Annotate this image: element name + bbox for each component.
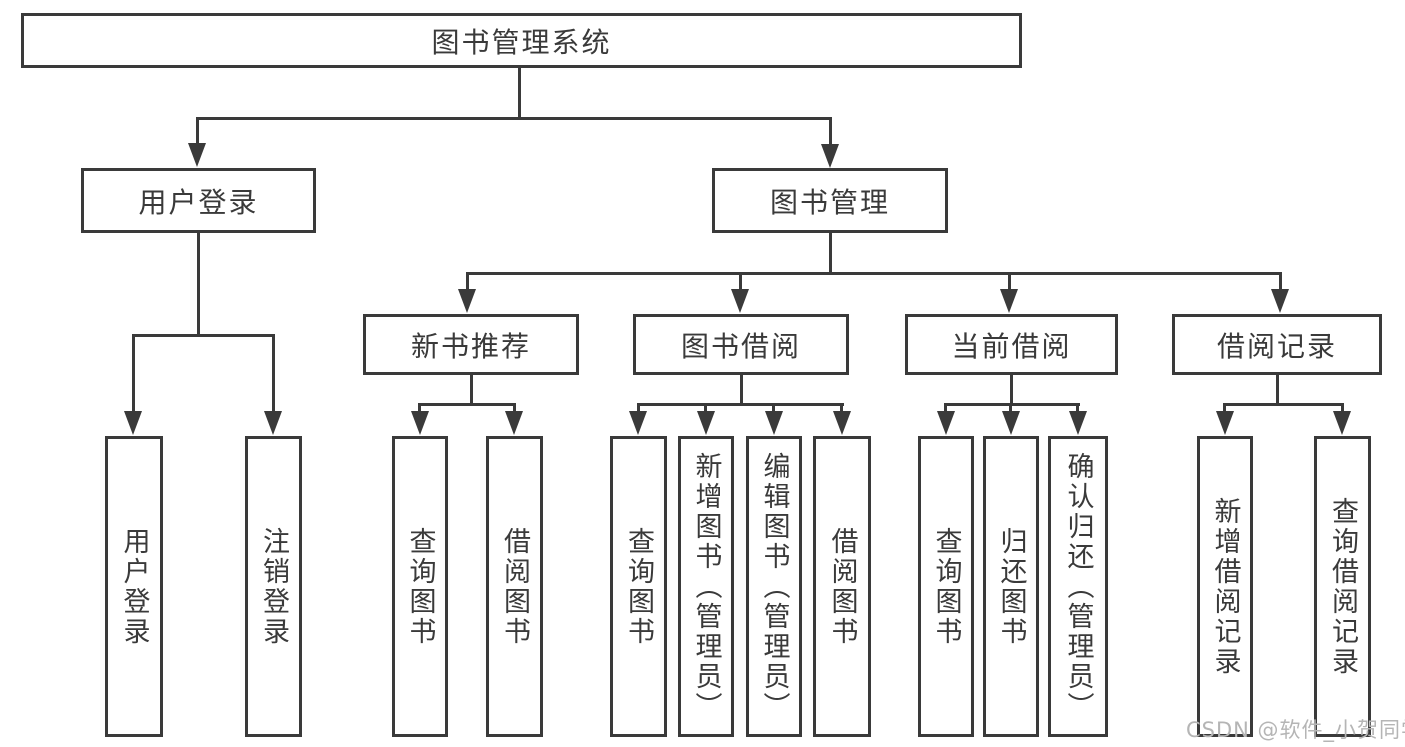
leaf-borrow-query: 查询图书 bbox=[610, 436, 667, 737]
arrowhead-down-icon bbox=[505, 411, 523, 435]
arrowhead-down-icon bbox=[1216, 411, 1234, 435]
node-current-borrow-label: 当前借阅 bbox=[951, 329, 1072, 363]
leaf-current-confirm-admin-label: 确认归还（管理员） bbox=[1062, 451, 1094, 722]
connector-current-stem bbox=[1010, 374, 1013, 404]
connector-newbook-stem bbox=[470, 374, 473, 404]
connector-arrow-stem bbox=[1076, 405, 1079, 415]
arrowhead-down-icon bbox=[833, 411, 851, 435]
connector-arrow-stem bbox=[829, 119, 832, 146]
arrowhead-down-icon bbox=[937, 411, 955, 435]
leaf-logout: 注销登录 bbox=[245, 436, 302, 737]
connector-arrow-stem bbox=[840, 405, 843, 415]
leaf-logout-label: 注销登录 bbox=[258, 526, 289, 647]
leaf-borrow-edit-admin: 编辑图书（管理员） bbox=[746, 436, 802, 737]
connector-arrow-stem bbox=[272, 336, 275, 414]
arrowhead-down-icon bbox=[264, 411, 282, 435]
leaf-newbook-query-label: 查询图书 bbox=[404, 526, 436, 647]
connector-borrow-bar bbox=[637, 403, 844, 406]
arrowhead-down-icon bbox=[411, 411, 429, 435]
connector-arrow-stem bbox=[772, 405, 775, 415]
leaf-newbook-borrow: 借阅图书 bbox=[486, 436, 543, 737]
arrowhead-down-icon bbox=[1271, 289, 1289, 313]
node-book-borrow: 图书借阅 bbox=[633, 314, 849, 375]
arrowhead-down-icon bbox=[765, 411, 783, 435]
arrowhead-down-icon bbox=[458, 289, 476, 313]
connector-records-bar bbox=[1223, 403, 1344, 406]
connector-arrow-stem bbox=[513, 405, 516, 415]
leaf-records-add: 新增借阅记录 bbox=[1197, 436, 1253, 737]
connector-root-stem bbox=[518, 68, 521, 118]
node-book-borrow-label: 图书借阅 bbox=[680, 329, 801, 363]
connector-login-bar bbox=[132, 334, 275, 337]
node-new-book-recommend: 新书推荐 bbox=[363, 314, 579, 375]
leaf-borrow-borrow: 借阅图书 bbox=[813, 436, 871, 737]
leaf-borrow-borrow-label: 借阅图书 bbox=[826, 526, 858, 647]
connector-arrow-stem bbox=[1341, 405, 1344, 415]
arrowhead-down-icon bbox=[1069, 411, 1087, 435]
node-user-login: 用户登录 bbox=[81, 168, 316, 233]
leaf-records-query: 查询借阅记录 bbox=[1314, 436, 1371, 737]
connector-arrow-stem bbox=[704, 405, 707, 415]
arrowhead-down-icon bbox=[1002, 411, 1020, 435]
leaf-current-query-label: 查询图书 bbox=[930, 526, 962, 647]
connector-newbook-bar bbox=[418, 403, 516, 406]
leaf-records-add-label: 新增借阅记录 bbox=[1209, 496, 1241, 677]
connector-arrow-stem bbox=[1223, 405, 1226, 415]
node-new-book-recommend-label: 新书推荐 bbox=[410, 329, 531, 363]
connector-arrow-stem bbox=[1279, 274, 1282, 291]
arrowhead-down-icon bbox=[697, 411, 715, 435]
connector-arrow-stem bbox=[1008, 274, 1011, 291]
node-user-login-label: 用户登录 bbox=[138, 185, 259, 219]
arrowhead-down-icon bbox=[821, 144, 839, 168]
leaf-user-login-label: 用户登录 bbox=[118, 526, 150, 647]
leaf-borrow-query-label: 查询图书 bbox=[623, 526, 654, 647]
leaf-current-return: 归还图书 bbox=[983, 436, 1039, 737]
connector-current-bar bbox=[944, 403, 1080, 406]
arrowhead-down-icon bbox=[731, 289, 749, 313]
connector-arrow-stem bbox=[739, 274, 742, 291]
connector-mgmt-stem bbox=[829, 232, 832, 274]
csdn-watermark: CSDN @软件_小贺同学 bbox=[1186, 718, 1405, 742]
leaf-user-login: 用户登录 bbox=[105, 436, 163, 737]
node-current-borrow: 当前借阅 bbox=[905, 314, 1118, 375]
node-borrow-records: 借阅记录 bbox=[1172, 314, 1382, 375]
arrowhead-down-icon bbox=[1000, 289, 1018, 313]
arrowhead-down-icon bbox=[1333, 411, 1351, 435]
connector-arrow-stem bbox=[196, 119, 199, 146]
connector-arrow-stem bbox=[418, 405, 421, 415]
node-book-management: 图书管理 bbox=[712, 168, 948, 233]
leaf-current-confirm-admin: 确认归还（管理员） bbox=[1048, 436, 1108, 737]
node-book-management-label: 图书管理 bbox=[769, 185, 890, 219]
node-root-label: 图书管理系统 bbox=[431, 25, 612, 59]
leaf-records-query-label: 查询借阅记录 bbox=[1327, 496, 1358, 677]
arrowhead-down-icon bbox=[629, 411, 647, 435]
connector-level2-bar bbox=[196, 117, 832, 120]
leaf-borrow-add-admin: 新增图书（管理员） bbox=[678, 436, 734, 737]
connector-arrow-stem bbox=[637, 405, 640, 415]
connector-records-stem bbox=[1276, 374, 1279, 404]
connector-level3-bar bbox=[466, 272, 1282, 275]
connector-arrow-stem bbox=[132, 336, 135, 414]
connector-login-stem bbox=[197, 232, 200, 336]
node-borrow-records-label: 借阅记录 bbox=[1216, 329, 1337, 363]
leaf-current-query: 查询图书 bbox=[918, 436, 974, 737]
leaf-newbook-borrow-label: 借阅图书 bbox=[499, 526, 530, 647]
connector-arrow-stem bbox=[944, 405, 947, 415]
connector-arrow-stem bbox=[1009, 405, 1012, 415]
connector-borrow-stem bbox=[740, 374, 743, 404]
leaf-borrow-edit-admin-label: 编辑图书（管理员） bbox=[758, 451, 790, 722]
arrowhead-down-icon bbox=[188, 143, 206, 167]
leaf-newbook-query: 查询图书 bbox=[392, 436, 448, 737]
leaf-current-return-label: 归还图书 bbox=[995, 526, 1027, 647]
arrowhead-down-icon bbox=[124, 411, 142, 435]
node-root: 图书管理系统 bbox=[21, 13, 1022, 68]
leaf-borrow-add-admin-label: 新增图书（管理员） bbox=[690, 451, 722, 722]
connector-arrow-stem bbox=[466, 274, 469, 291]
